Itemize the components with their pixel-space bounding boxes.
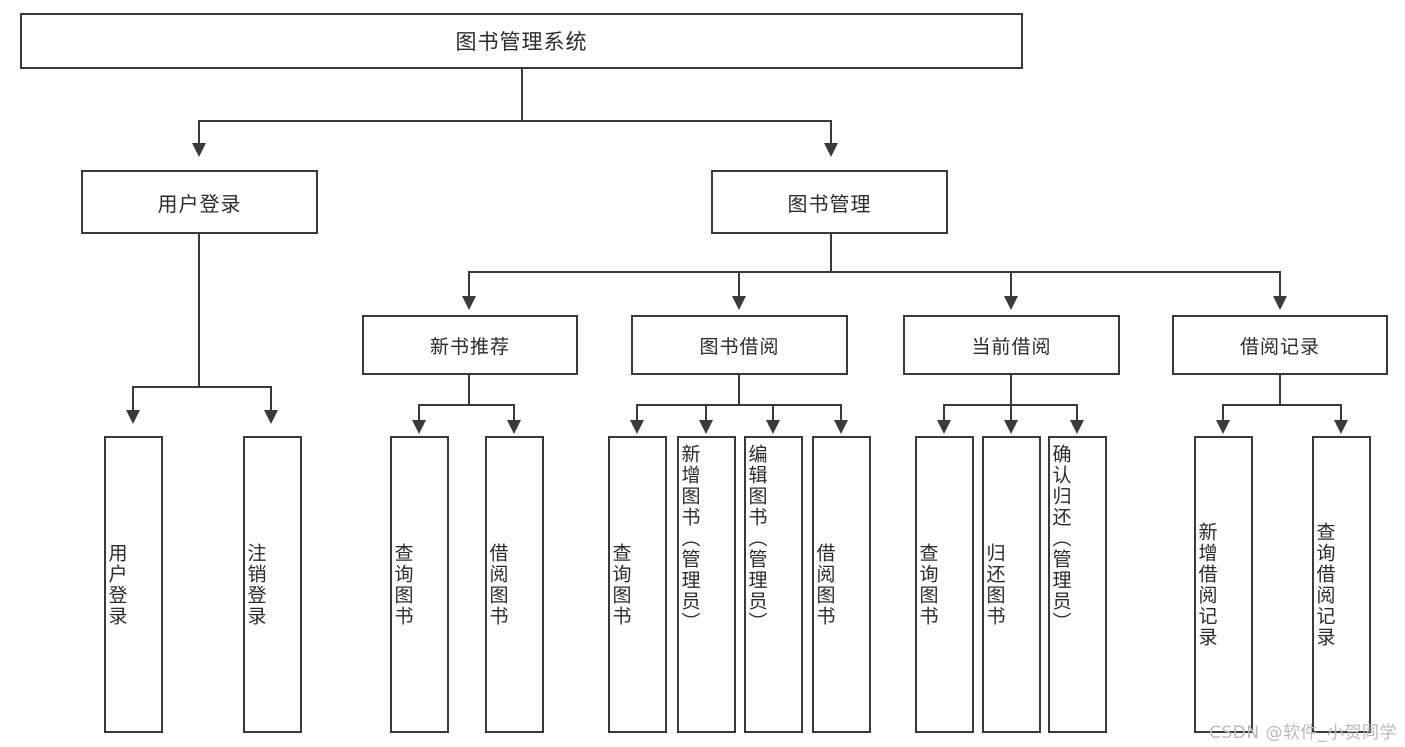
arrowhead-cb-leaf-2 bbox=[1004, 420, 1018, 434]
connector-bm-drop-3 bbox=[1010, 271, 1012, 298]
leaf-label: 新增借阅记录 bbox=[1195, 521, 1218, 648]
arrowhead-leaf-logout bbox=[264, 410, 278, 424]
leaf-br-query-record[interactable]: 查询借阅记录 bbox=[1312, 436, 1371, 733]
connector-root-stem bbox=[521, 69, 523, 121]
leaf-label: 归还图书 bbox=[983, 542, 1006, 627]
leaf-br-add-record[interactable]: 新增借阅记录 bbox=[1194, 436, 1253, 733]
connector-cb-drop-3 bbox=[1076, 404, 1078, 422]
node-label: 图书管理系统 bbox=[455, 30, 588, 54]
leaf-label: 编辑图书（管理员） bbox=[745, 444, 768, 633]
connector-br-stem bbox=[1279, 375, 1281, 405]
watermark-text: CSDN @软件_小贺同学 bbox=[1209, 723, 1397, 743]
connector-root-to-user-login bbox=[198, 120, 200, 145]
connector-book-manage-stem bbox=[830, 234, 832, 272]
connector-user-login-drop-1 bbox=[132, 386, 134, 412]
leaf-bb-borrow-book[interactable]: 借阅图书 bbox=[812, 436, 871, 733]
arrowhead-new-book-recommend bbox=[462, 296, 476, 310]
connector-bb-drop-3 bbox=[772, 404, 774, 422]
connector-bm-drop-1 bbox=[468, 271, 470, 298]
leaf-bb-query-book[interactable]: 查询图书 bbox=[608, 436, 667, 733]
node-label: 用户登录 bbox=[157, 191, 242, 216]
leaf-cb-confirm-return-admin[interactable]: 确认归还（管理员） bbox=[1048, 436, 1107, 733]
connector-cb-drop-2 bbox=[1010, 404, 1012, 422]
connector-user-login-stem bbox=[198, 234, 200, 387]
arrowhead-leaf-user-login bbox=[126, 410, 140, 424]
connector-bb-drop-4 bbox=[840, 404, 842, 422]
connector-bb-bus bbox=[636, 404, 842, 406]
leaf-label: 注销登录 bbox=[244, 542, 267, 627]
leaf-label: 查询图书 bbox=[609, 542, 632, 627]
node-root-system[interactable]: 图书管理系统 bbox=[20, 13, 1023, 69]
connector-br-bus bbox=[1222, 404, 1342, 406]
arrowhead-bb-leaf-2 bbox=[699, 420, 713, 434]
leaf-bb-add-book-admin[interactable]: 新增图书（管理员） bbox=[677, 436, 736, 733]
connector-root-to-book-manage bbox=[830, 120, 832, 145]
node-label: 图书管理 bbox=[787, 191, 872, 216]
connector-user-login-bus bbox=[132, 386, 270, 388]
leaf-label: 确认归还（管理员） bbox=[1049, 444, 1072, 633]
node-label: 新书推荐 bbox=[429, 335, 510, 358]
connector-br-drop-2 bbox=[1340, 404, 1342, 422]
node-user-login[interactable]: 用户登录 bbox=[81, 170, 318, 234]
connector-nbr-bus bbox=[418, 404, 515, 406]
node-label: 图书借阅 bbox=[699, 335, 780, 358]
leaf-label: 新增图书（管理员） bbox=[678, 444, 701, 633]
arrowhead-user-login bbox=[192, 143, 206, 157]
arrowhead-bb-leaf-1 bbox=[630, 420, 644, 434]
arrowhead-cb-leaf-3 bbox=[1070, 420, 1084, 434]
connector-root-bus bbox=[198, 120, 832, 122]
connector-nbr-drop-1 bbox=[418, 404, 420, 422]
node-borrow-record[interactable]: 借阅记录 bbox=[1172, 315, 1388, 375]
arrowhead-bb-leaf-3 bbox=[766, 420, 780, 434]
leaf-user-login[interactable]: 用户登录 bbox=[104, 436, 163, 733]
arrowhead-book-manage bbox=[824, 143, 838, 157]
connector-bm-drop-2 bbox=[738, 271, 740, 298]
arrowhead-book-borrow bbox=[732, 296, 746, 310]
arrowhead-nbr-leaf-1 bbox=[412, 420, 426, 434]
leaf-nbr-query-book[interactable]: 查询图书 bbox=[390, 436, 449, 733]
leaf-bb-edit-book-admin[interactable]: 编辑图书（管理员） bbox=[744, 436, 803, 733]
connector-nbr-drop-2 bbox=[513, 404, 515, 422]
leaf-cb-return-book[interactable]: 归还图书 bbox=[982, 436, 1041, 733]
arrowhead-cb-leaf-1 bbox=[937, 420, 951, 434]
leaf-label: 借阅图书 bbox=[813, 542, 836, 627]
arrowhead-current-borrow bbox=[1004, 296, 1018, 310]
leaf-logout[interactable]: 注销登录 bbox=[243, 436, 302, 733]
leaf-label: 查询借阅记录 bbox=[1313, 521, 1336, 648]
leaf-nbr-borrow-book[interactable]: 借阅图书 bbox=[485, 436, 544, 733]
node-new-book-recommend[interactable]: 新书推荐 bbox=[362, 315, 578, 375]
connector-cb-drop-1 bbox=[943, 404, 945, 422]
connector-bb-drop-2 bbox=[705, 404, 707, 422]
leaf-label: 用户登录 bbox=[105, 542, 128, 627]
leaf-label: 查询图书 bbox=[916, 542, 939, 627]
connector-user-login-drop-2 bbox=[270, 386, 272, 412]
leaf-cb-query-book[interactable]: 查询图书 bbox=[915, 436, 974, 733]
node-label: 借阅记录 bbox=[1239, 335, 1320, 358]
connector-bb-stem bbox=[738, 375, 740, 405]
connector-book-manage-bus bbox=[468, 271, 1281, 273]
node-book-manage[interactable]: 图书管理 bbox=[711, 170, 948, 234]
connector-bb-drop-1 bbox=[636, 404, 638, 422]
arrowhead-br-leaf-1 bbox=[1216, 420, 1230, 434]
connector-cb-stem bbox=[1010, 375, 1012, 405]
arrowhead-br-leaf-2 bbox=[1334, 420, 1348, 434]
arrowhead-borrow-record bbox=[1273, 296, 1287, 310]
connector-br-drop-1 bbox=[1222, 404, 1224, 422]
node-label: 当前借阅 bbox=[971, 335, 1052, 358]
node-current-borrow[interactable]: 当前借阅 bbox=[903, 315, 1120, 375]
connector-nbr-stem bbox=[468, 375, 470, 405]
node-book-borrow[interactable]: 图书借阅 bbox=[631, 315, 848, 375]
connector-bm-drop-4 bbox=[1279, 271, 1281, 298]
arrowhead-nbr-leaf-2 bbox=[507, 420, 521, 434]
leaf-label: 查询图书 bbox=[391, 542, 414, 627]
leaf-label: 借阅图书 bbox=[486, 542, 509, 627]
arrowhead-bb-leaf-4 bbox=[834, 420, 848, 434]
